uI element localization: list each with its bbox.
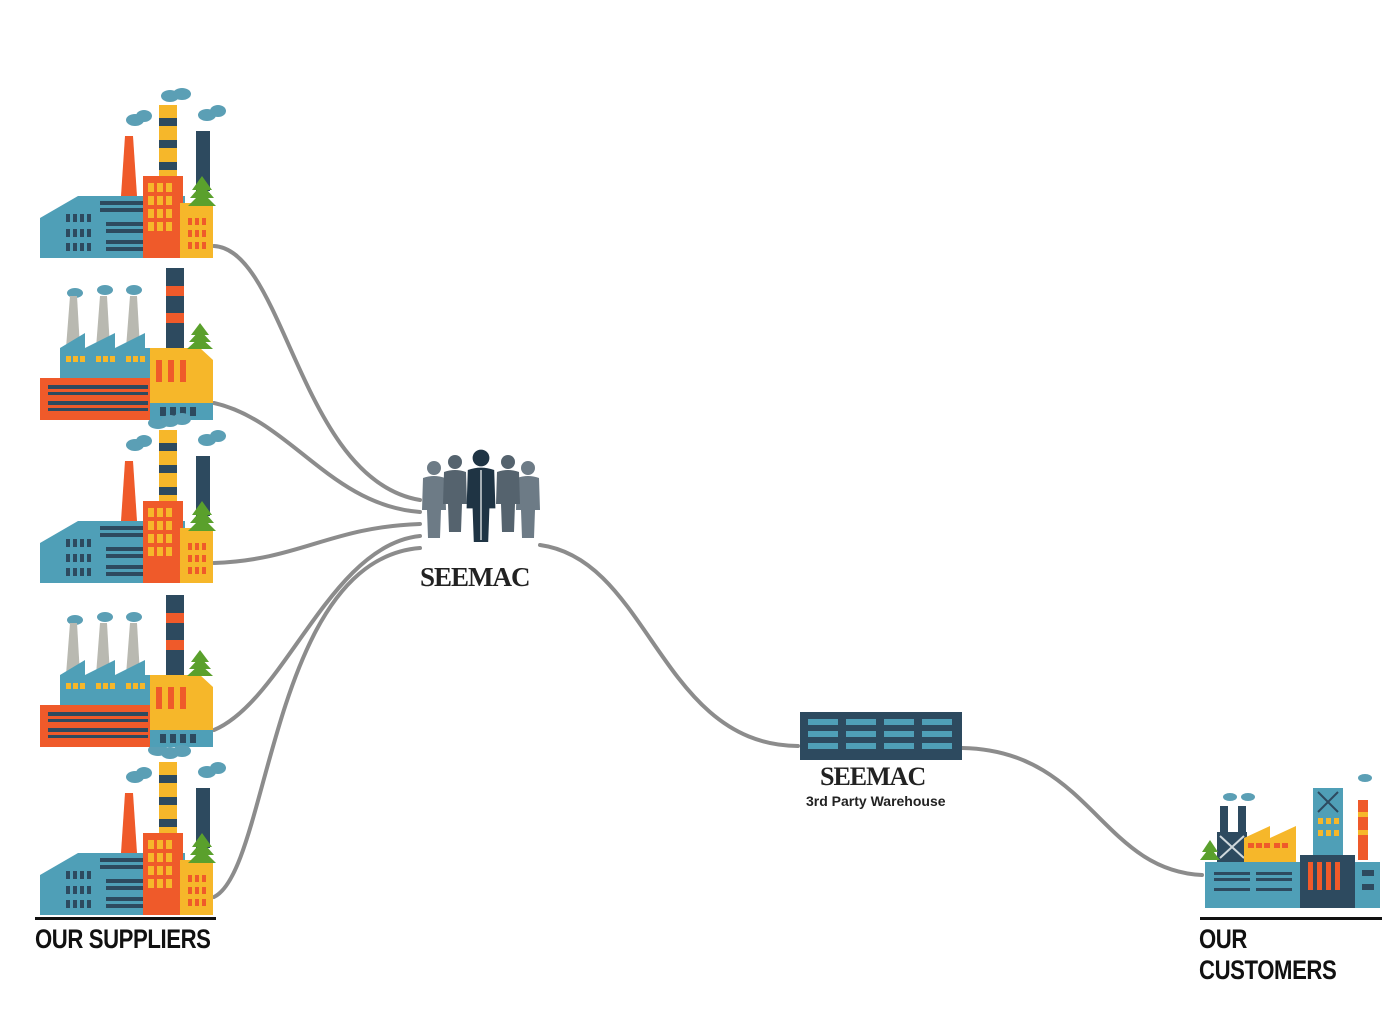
connector-supplier-5 <box>212 546 422 899</box>
connector-supplier-4 <box>212 534 422 732</box>
supplier-factory-icon-5 <box>40 745 226 915</box>
connector-lines <box>212 244 1204 899</box>
connector-hub-warehouse <box>538 543 800 748</box>
connector-warehouse-customer <box>960 746 1204 877</box>
hub-brand-logo: SEEMAC <box>420 562 531 592</box>
warehouse-caption: 3rd Party Warehouse <box>806 793 946 809</box>
customers-underline <box>1200 917 1382 920</box>
suppliers-underline <box>35 917 216 920</box>
customer-factory-icon <box>1200 774 1380 908</box>
warehouse-icon <box>800 712 962 760</box>
connector-supplier-2 <box>212 401 422 514</box>
customers-label: OUR CUSTOMERS <box>1199 924 1337 985</box>
connector-supplier-3 <box>212 522 422 565</box>
supplier-factory-icon-2 <box>40 268 213 429</box>
suppliers-label: OUR SUPPLIERS <box>35 924 211 954</box>
supplier-factory-icon-1 <box>40 88 226 258</box>
supplier-factory-icon-3 <box>40 413 226 583</box>
supplier-factory-icon-4 <box>40 595 213 756</box>
people-group-icon <box>422 449 540 542</box>
warehouse-brand-logo: SEEMAC <box>820 762 926 791</box>
connector-supplier-1 <box>212 244 422 502</box>
